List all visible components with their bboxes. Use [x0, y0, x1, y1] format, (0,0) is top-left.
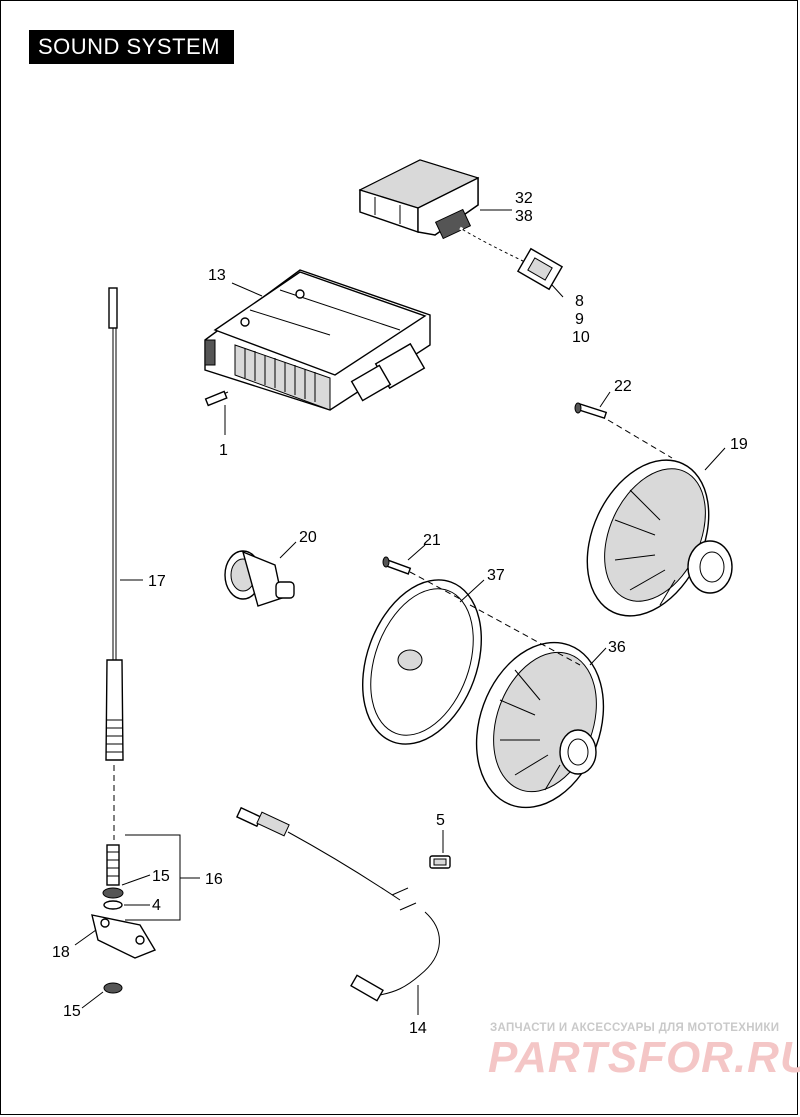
speaker-grille: [362, 579, 482, 745]
screw-22: [574, 402, 608, 420]
callout-20: 20: [299, 529, 317, 546]
callout-15-upper: 15: [152, 868, 170, 885]
callout-5: 5: [436, 812, 445, 829]
screw-21: [382, 556, 412, 575]
callout-32: 32: [515, 190, 533, 207]
callout-22: 22: [614, 378, 632, 395]
clip-5: [429, 855, 451, 869]
callout-18: 18: [52, 944, 70, 961]
callout-1: 1: [219, 442, 228, 459]
callout-10: 10: [572, 329, 590, 346]
antenna-mast: [91, 287, 157, 994]
radio-head-unit: [204, 269, 431, 411]
leader-lines: [74, 209, 726, 1015]
callout-19: 19: [730, 436, 748, 453]
callout-38: 38: [515, 208, 533, 225]
callout-36: 36: [608, 639, 626, 656]
callout-13: 13: [208, 267, 226, 284]
callout-4: 4: [152, 897, 161, 914]
callout-15-lower: 15: [63, 1003, 81, 1020]
speaker-36: [475, 641, 605, 809]
callout-9: 9: [575, 311, 584, 328]
callout-37: 37: [487, 567, 505, 584]
callout-21: 21: [423, 532, 441, 549]
watermark-logo: PARTSFOR.RU: [488, 1033, 800, 1082]
antenna-connector: [224, 550, 295, 607]
page-title: SOUND SYSTEM: [29, 30, 234, 64]
antenna-cable: [235, 806, 440, 1002]
callout-17: 17: [148, 573, 166, 590]
callout-16: 16: [205, 871, 223, 888]
watermark-tagline: ЗАПЧАСТИ И АКСЕССУАРЫ ДЛЯ МОТОТЕХНИКИ: [490, 1022, 780, 1034]
callout-8: 8: [575, 293, 584, 310]
amplifier-module: [358, 159, 564, 291]
speaker-19: [586, 459, 733, 617]
callout-14: 14: [409, 1020, 427, 1037]
